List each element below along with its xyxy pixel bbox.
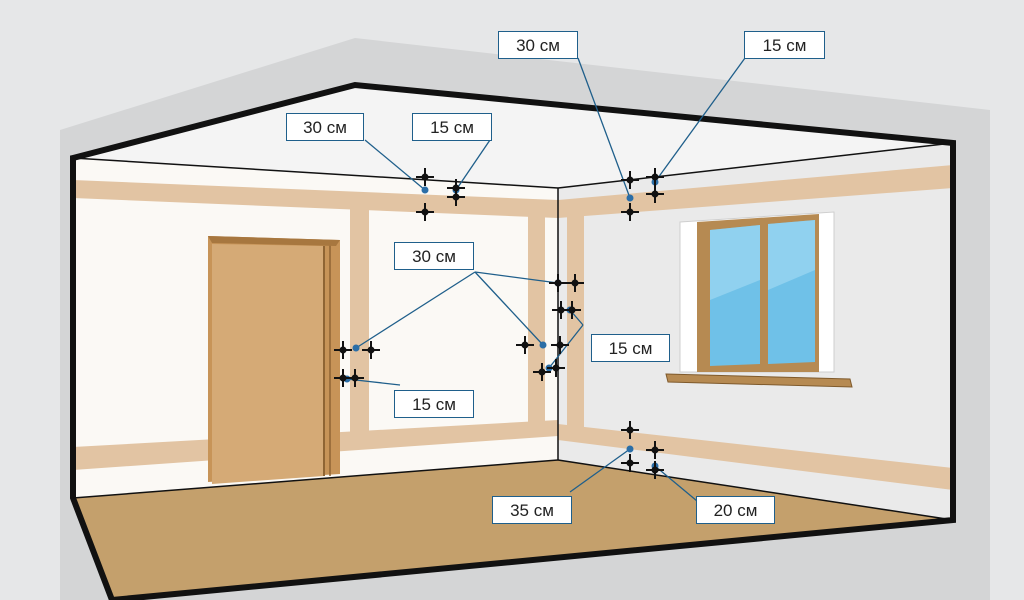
floor bbox=[73, 460, 953, 600]
junction-box-icon bbox=[547, 359, 565, 377]
junction-box-icon bbox=[362, 341, 380, 359]
window bbox=[665, 211, 853, 388]
junction-box-icon bbox=[646, 441, 664, 459]
label-ceiling-right-30: 30 см bbox=[498, 31, 578, 59]
label-ceiling-left-15: 15 см bbox=[412, 113, 492, 141]
label-ceiling-right-15: 15 см bbox=[744, 31, 825, 59]
junction-box-icon bbox=[549, 274, 567, 292]
leader-lines bbox=[346, 57, 746, 502]
junction-box-icon bbox=[621, 454, 639, 472]
junction-box-icon bbox=[646, 168, 664, 186]
junction-box-icon bbox=[334, 341, 352, 359]
junction-box-icon bbox=[447, 188, 465, 206]
junction-box-icon bbox=[551, 336, 569, 354]
ceiling bbox=[73, 85, 953, 188]
junction-box-icon bbox=[346, 369, 364, 387]
junction-box-icon bbox=[646, 185, 664, 203]
junction-boxes bbox=[334, 168, 664, 479]
junction-box-icon bbox=[516, 336, 534, 354]
junction-box-icon bbox=[646, 461, 664, 479]
label-corner-30: 30 см bbox=[394, 242, 474, 270]
label-floor-35: 35 см bbox=[492, 496, 572, 524]
junction-box-icon bbox=[563, 301, 581, 319]
junction-box-icon bbox=[533, 363, 551, 381]
junction-box-icon bbox=[416, 203, 434, 221]
junction-box-icon bbox=[621, 421, 639, 439]
junction-box-icon bbox=[621, 171, 639, 189]
junction-box-icon bbox=[566, 274, 584, 292]
junction-box-icon bbox=[416, 168, 434, 186]
label-corner-15: 15 см bbox=[591, 334, 670, 362]
label-floor-20: 20 см bbox=[696, 496, 775, 524]
junction-box-icon bbox=[621, 203, 639, 221]
junction-box-icon bbox=[552, 301, 570, 319]
label-door-15: 15 см bbox=[394, 390, 474, 418]
door bbox=[208, 236, 340, 484]
label-ceiling-left-30: 30 см bbox=[286, 113, 364, 141]
